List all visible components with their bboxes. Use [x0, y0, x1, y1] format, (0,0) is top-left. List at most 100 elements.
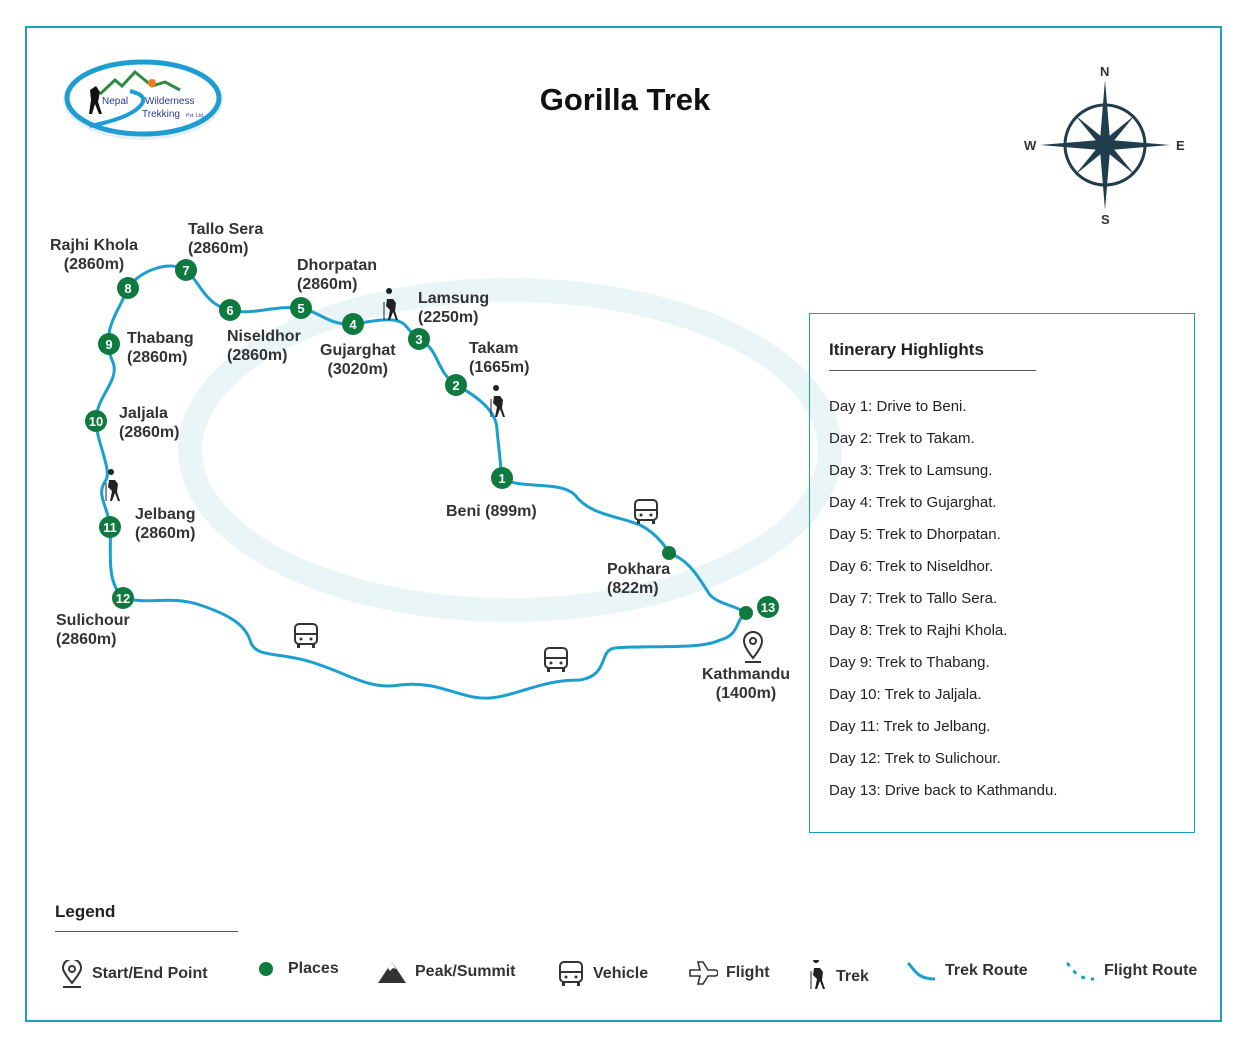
- place-marker-pokhara[interactable]: [662, 546, 676, 560]
- day-marker-2[interactable]: 2: [445, 374, 467, 396]
- compass-south: S: [1101, 212, 1110, 227]
- place-altitude: (1665m): [469, 359, 530, 376]
- legend-label: Peak/Summit: [415, 963, 516, 980]
- svg-text:4: 4: [349, 317, 357, 332]
- trek-route-icon: [906, 961, 936, 981]
- itinerary-day: Day 2: Trek to Takam.: [829, 430, 975, 447]
- place-label-jaljala: Jaljala (2860m): [119, 404, 179, 442]
- day-marker-4[interactable]: 4: [342, 313, 364, 335]
- svg-text:3: 3: [415, 332, 422, 347]
- svg-text:11: 11: [103, 520, 117, 535]
- legend-label: Flight Route: [1104, 962, 1198, 979]
- legend-label: Places: [288, 960, 339, 977]
- start-end-point-icon: [742, 631, 764, 663]
- day-marker-10[interactable]: 10: [85, 410, 107, 432]
- day-marker-13[interactable]: 13: [757, 596, 779, 618]
- svg-text:2: 2: [452, 378, 459, 393]
- day-marker-3[interactable]: 3: [408, 328, 430, 350]
- flight-icon: [689, 961, 718, 985]
- place-dot-icon: [259, 962, 273, 976]
- place-altitude: (2860m): [127, 349, 188, 366]
- day-marker-5[interactable]: 5: [290, 297, 312, 319]
- place-name: Lamsung: [418, 290, 490, 307]
- legend-label: Trek: [836, 968, 869, 985]
- svg-text:6: 6: [226, 303, 233, 318]
- compass-rose: N S E W: [1020, 60, 1190, 230]
- place-altitude: (2860m): [119, 424, 180, 441]
- itinerary-day: Day 8: Trek to Rajhi Khola.: [829, 622, 1008, 639]
- place-name: Jelbang: [135, 506, 196, 523]
- map-frame: [25, 26, 1222, 1022]
- svg-text:Pvt. Ltd.: Pvt. Ltd.: [186, 113, 204, 119]
- itinerary-day: Day 13: Drive back to Kathmandu.: [829, 782, 1058, 799]
- compass-icon: [1040, 80, 1170, 210]
- svg-text:10: 10: [89, 414, 103, 429]
- place-name: Jaljala: [119, 405, 168, 422]
- svg-text:7: 7: [182, 263, 189, 278]
- place-label-lamsung: Lamsung (2250m): [418, 289, 489, 327]
- divider: [55, 931, 238, 932]
- legend-vehicle: Vehicle: [557, 960, 648, 988]
- svg-text:Trekking: Trekking: [142, 109, 180, 120]
- place-name: Pokhara: [607, 561, 671, 578]
- itinerary-day: Day 11: Trek to Jelbang.: [829, 718, 991, 735]
- place-name: Tallo Sera: [188, 221, 264, 238]
- itinerary-day: Day 6: Trek to Niseldhor.: [829, 558, 994, 575]
- place-label-niseldhor: Niseldhor(2860m): [227, 327, 301, 365]
- svg-text:12: 12: [116, 591, 130, 606]
- place-label-tallo-sera: Tallo Sera(2860m): [188, 220, 263, 258]
- vehicle-icon: [634, 499, 658, 525]
- place-name: Rajhi Khola: [50, 237, 139, 254]
- svg-text:9: 9: [105, 337, 112, 352]
- day-marker-1[interactable]: 1: [491, 467, 513, 489]
- place-name: Sulichour: [56, 612, 130, 629]
- place-altitude: (2860m): [297, 276, 358, 293]
- place-marker-kathmandu[interactable]: [739, 606, 753, 620]
- svg-text:8: 8: [124, 281, 131, 296]
- svg-text:1: 1: [498, 471, 505, 486]
- place-name: Gujarghat: [320, 342, 396, 359]
- place-altitude: (2860m): [63, 256, 125, 273]
- logo: Nepal Wilderness Trekking Pvt. Ltd.: [63, 59, 223, 140]
- place-label-pokhara: Pokhara (822m): [607, 560, 670, 598]
- day-marker-8[interactable]: 8: [117, 277, 139, 299]
- legend-peak: Peak/Summit: [377, 960, 515, 984]
- svg-text:Nepal: Nepal: [102, 96, 128, 107]
- place-altitude: (2860m): [135, 525, 196, 542]
- day-marker-12[interactable]: 12: [112, 587, 134, 609]
- place-altitude: (2250m): [418, 309, 479, 326]
- trek-icon: [810, 960, 826, 990]
- svg-text:Wilderness: Wilderness: [145, 96, 194, 107]
- drive-route-south: [122, 596, 747, 700]
- map-title: Gorilla Trek: [539, 82, 711, 117]
- itinerary-day: Day 10: Trek to Jaljala.: [829, 686, 982, 703]
- legend-title: Legend: [55, 902, 116, 921]
- peak-summit-icon: [378, 962, 406, 983]
- compass-west: W: [1024, 138, 1037, 153]
- legend-trek: Trek: [806, 960, 869, 994]
- day-marker-7[interactable]: 7: [175, 259, 197, 281]
- svg-text:5: 5: [297, 301, 304, 316]
- place-altitude: (2860m): [227, 347, 288, 364]
- watermark-logo: [178, 278, 842, 622]
- day-marker-6[interactable]: 6: [219, 299, 241, 321]
- compass-east: E: [1176, 138, 1185, 153]
- place-label-kathmandu: Kathmandu(1400m): [702, 665, 790, 703]
- svg-text:13: 13: [761, 600, 775, 615]
- place-name: Kathmandu: [702, 666, 790, 683]
- day-marker-11[interactable]: 11: [99, 516, 121, 538]
- day-marker-9[interactable]: 9: [98, 333, 120, 355]
- itinerary-list: Day 1: Drive to Beni. Day 2: Trek to Tak…: [829, 398, 1057, 814]
- place-altitude: (822m): [607, 580, 659, 597]
- place-name: Takam: [469, 340, 519, 357]
- flight-route-icon: [1065, 961, 1095, 981]
- itinerary-day: Day 3: Trek to Lamsung.: [829, 462, 993, 479]
- place-altitude: (3020m): [327, 361, 389, 378]
- place-label-gujarghat: Gujarghat (3020m): [320, 341, 396, 379]
- place-label-jelbang: Jelbang (2860m): [135, 505, 195, 543]
- compass-north: N: [1100, 64, 1110, 79]
- vehicle-icon: [559, 961, 583, 987]
- itinerary-day: Day 9: Trek to Thabang.: [829, 654, 990, 671]
- legend-label: Vehicle: [593, 965, 649, 982]
